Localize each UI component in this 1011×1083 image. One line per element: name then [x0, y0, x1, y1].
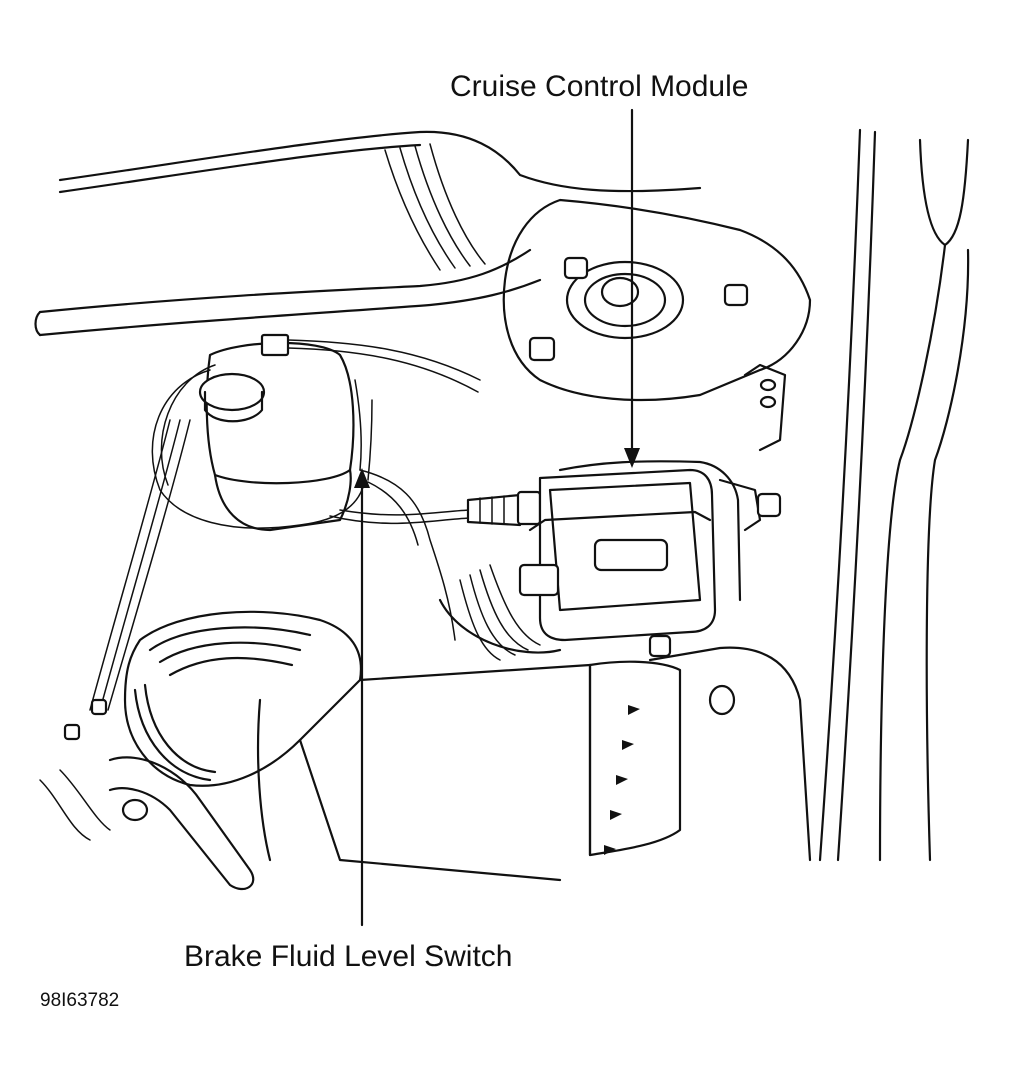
cruise-control-leader [624, 108, 640, 468]
fender-edge [818, 128, 970, 862]
cruise-control-module [518, 460, 782, 642]
wiring-harness [438, 564, 562, 661]
brake-switch-leader [354, 468, 370, 927]
strut-tower [502, 198, 812, 452]
cowl-panel [58, 130, 702, 271]
air-filter-box [588, 634, 812, 862]
cruise-cable [329, 490, 542, 527]
figure-id: 98I63782 [40, 990, 120, 1011]
brake-lines [63, 364, 456, 741]
brake-fluid-reservoir [198, 333, 481, 532]
cross-tube [34, 248, 542, 337]
brake-fluid-level-switch-label: Brake Fluid Level Switch [184, 940, 513, 973]
cruise-control-module-label: Cruise Control Module [450, 70, 749, 103]
air-intake-duct [123, 610, 592, 882]
lower-hose [39, 756, 255, 891]
